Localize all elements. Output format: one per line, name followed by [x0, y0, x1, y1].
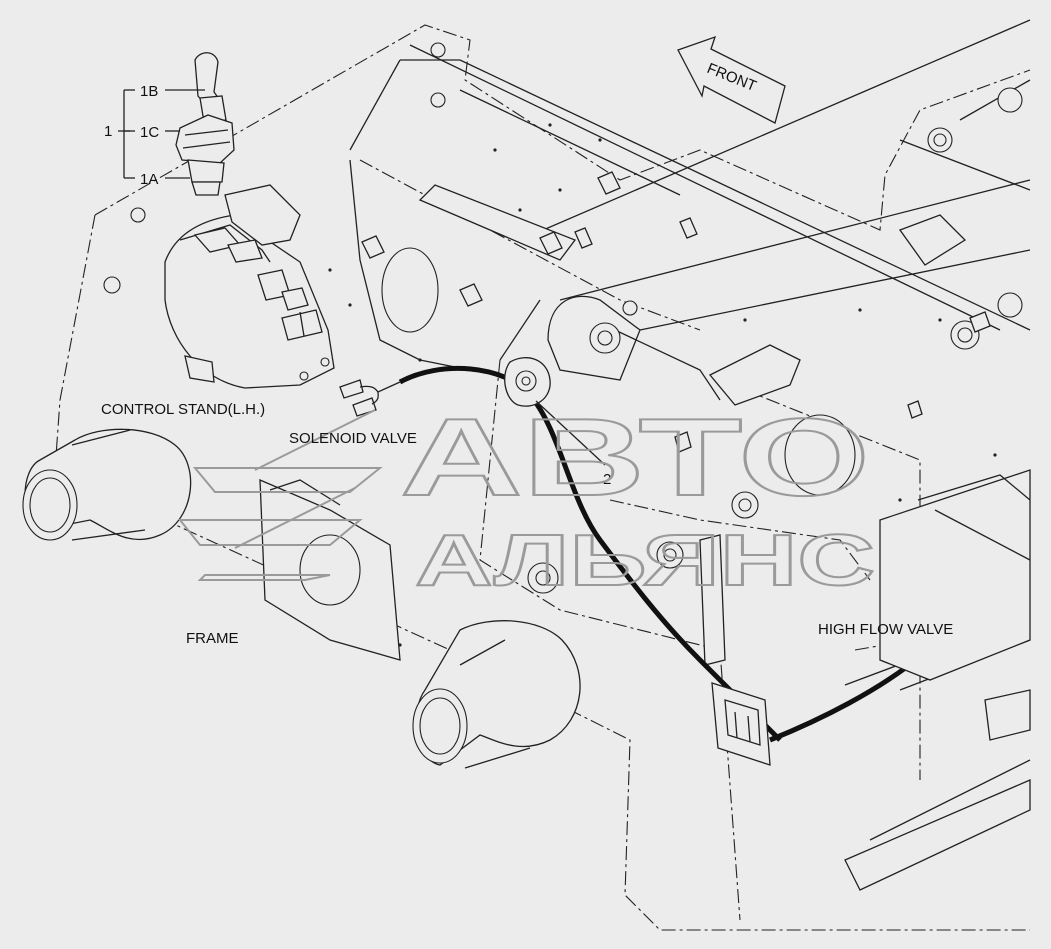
solenoid-connector: [339, 379, 401, 417]
high-flow-valve-area: [879, 469, 1031, 741]
control-stand: [164, 184, 335, 389]
control-stand-label: CONTROL STAND(L.H.): [101, 401, 265, 418]
axle-tube-left: [22, 428, 192, 541]
watermark-line-1: АВТО: [400, 396, 870, 519]
callout-1a: 1A: [140, 171, 158, 188]
callout-2: 2: [603, 471, 611, 488]
high-flow-valve-label: HIGH FLOW VALVE: [818, 621, 953, 638]
front-arrow: FRONT: [677, 35, 786, 124]
frame-label: FRAME: [186, 630, 239, 647]
joystick-assembly: [175, 52, 235, 196]
cross-beams: [349, 19, 1031, 406]
callout-1c: 1C: [140, 124, 159, 141]
callout-1: 1: [104, 123, 112, 140]
watermark: АВТО АЛЬЯНС: [177, 395, 876, 602]
callout-1b: 1B: [140, 83, 158, 100]
axle-tube-right: [412, 620, 581, 769]
solenoid-valve-label: SOLENOID VALVE: [289, 430, 417, 447]
joystick-callout-bracket: [118, 89, 205, 179]
frame-bottom-rail: [844, 759, 1031, 891]
frame-lower-plate: [259, 478, 401, 661]
watermark-line-2: АЛЬЯНС: [415, 521, 875, 601]
frame-holes: [103, 42, 1023, 594]
